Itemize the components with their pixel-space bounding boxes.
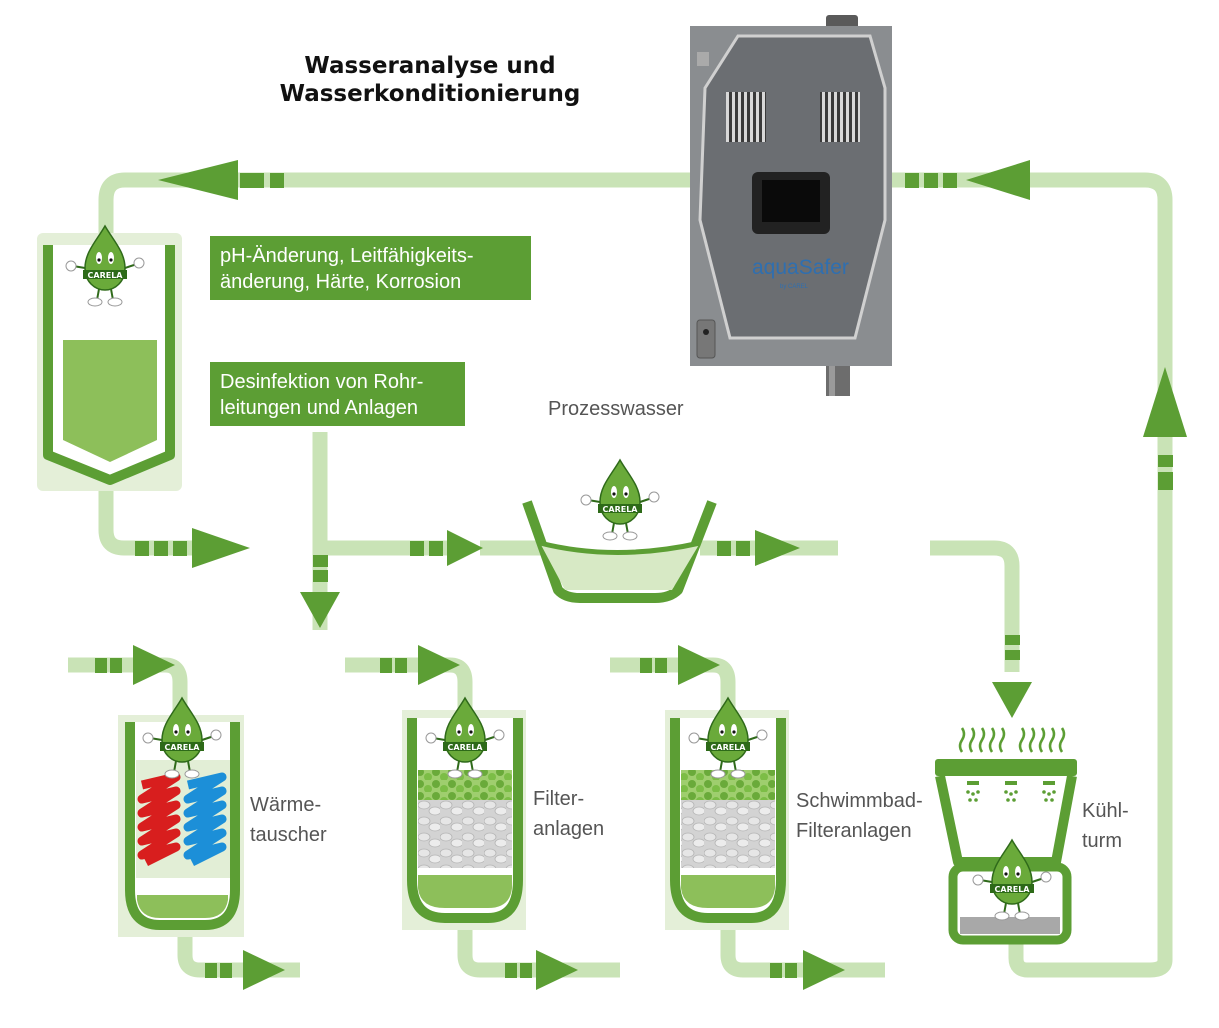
- disinfection-info-box: Desinfektion von Rohr- leitungen und Anl…: [210, 362, 465, 426]
- cooling-tower-label-line-2: turm: [1082, 830, 1122, 852]
- pipe-right-riser: [1008, 320, 1173, 978]
- title-line-2: Wasserkonditionierung: [279, 81, 581, 107]
- water-drop-mascot-icon: [580, 459, 660, 541]
- pool-filter-label-line-2: Filteranlagen: [796, 820, 912, 842]
- pipe-disinfection-branch: [312, 432, 450, 556]
- pipe-left-tank-out: [98, 480, 200, 556]
- ph-info-line-1: pH-Änderung, Leitfähigkeits-: [220, 245, 474, 267]
- title-line-1: Wasseranalyse und: [304, 53, 556, 79]
- heat-exchanger-coils-icon: [137, 772, 227, 867]
- pipe-top-right: [890, 172, 1173, 320]
- pipe-pool-in: [610, 657, 736, 712]
- arrow-icon: [192, 528, 250, 568]
- spray-nozzle-icon: [966, 781, 1056, 802]
- steam-icon: [958, 727, 1066, 753]
- arrow-icon: [966, 160, 1030, 200]
- process-water-label: Prozesswasser: [548, 398, 684, 420]
- pipe-hx-in: [68, 657, 188, 712]
- disinfection-info-line-2: leitungen und Anlagen: [220, 397, 418, 419]
- arrow-icon: [158, 160, 238, 200]
- arrow-icon: [755, 530, 800, 566]
- pipe-dashes: [95, 173, 1173, 978]
- cooling-tower-label-line-1: Kühl-: [1082, 800, 1129, 822]
- disinfection-info-line-1: Desinfektion von Rohr-: [220, 371, 424, 393]
- pool-filter-unit: [665, 697, 789, 930]
- pool-filter-label-line-1: Schwimmbad-: [796, 790, 923, 812]
- arrow-icon: [418, 645, 460, 685]
- arrow-icon: [992, 682, 1032, 718]
- device-brand: aquaSafer: [752, 256, 849, 279]
- pipe-hx-out: [177, 930, 300, 978]
- arrow-icon: [300, 592, 340, 628]
- ph-info-line-2: änderung, Härte, Korrosion: [220, 271, 462, 293]
- pipe-filter-out: [457, 930, 620, 978]
- device-maker: by CAREL: [780, 284, 809, 290]
- arrow-icon: [803, 950, 845, 990]
- cooling-tower-label: Kühl- turm: [1082, 796, 1129, 856]
- heat-exchanger-label-line-2: tauscher: [250, 824, 327, 846]
- page-title: Wasseranalyse und Wasserkonditionierung: [210, 52, 650, 108]
- filter-label: Filter- anlagen: [533, 784, 604, 844]
- arrow-icon: [447, 530, 483, 566]
- arrow-icon: [1143, 367, 1187, 437]
- pipe-top-left: [98, 172, 700, 245]
- pipe-to-cooling: [930, 540, 1020, 672]
- filter-label-line-1: Filter-: [533, 788, 585, 810]
- arrow-icon: [536, 950, 578, 990]
- arrow-icon: [133, 645, 175, 685]
- process-water-basin: [522, 459, 717, 603]
- flow-arrows: [133, 160, 1187, 990]
- storage-tank: [37, 225, 182, 491]
- filter-unit: [402, 697, 526, 930]
- filter-label-line-2: anlagen: [533, 818, 605, 840]
- arrow-icon: [678, 645, 720, 685]
- heat-exchanger: [118, 697, 244, 937]
- arrow-icon: [243, 950, 285, 990]
- pipe-pool-out: [720, 930, 885, 978]
- pool-filter-label: Schwimmbad- Filteranlagen: [796, 786, 923, 846]
- heat-exchanger-label-line-1: Wärme-: [250, 794, 322, 816]
- ph-info-box: pH-Änderung, Leitfähigkeits- änderung, H…: [210, 236, 531, 300]
- aquasafer-device: [690, 15, 892, 396]
- heat-exchanger-label: Wärme- tauscher: [250, 790, 327, 850]
- cooling-tower: [935, 727, 1077, 945]
